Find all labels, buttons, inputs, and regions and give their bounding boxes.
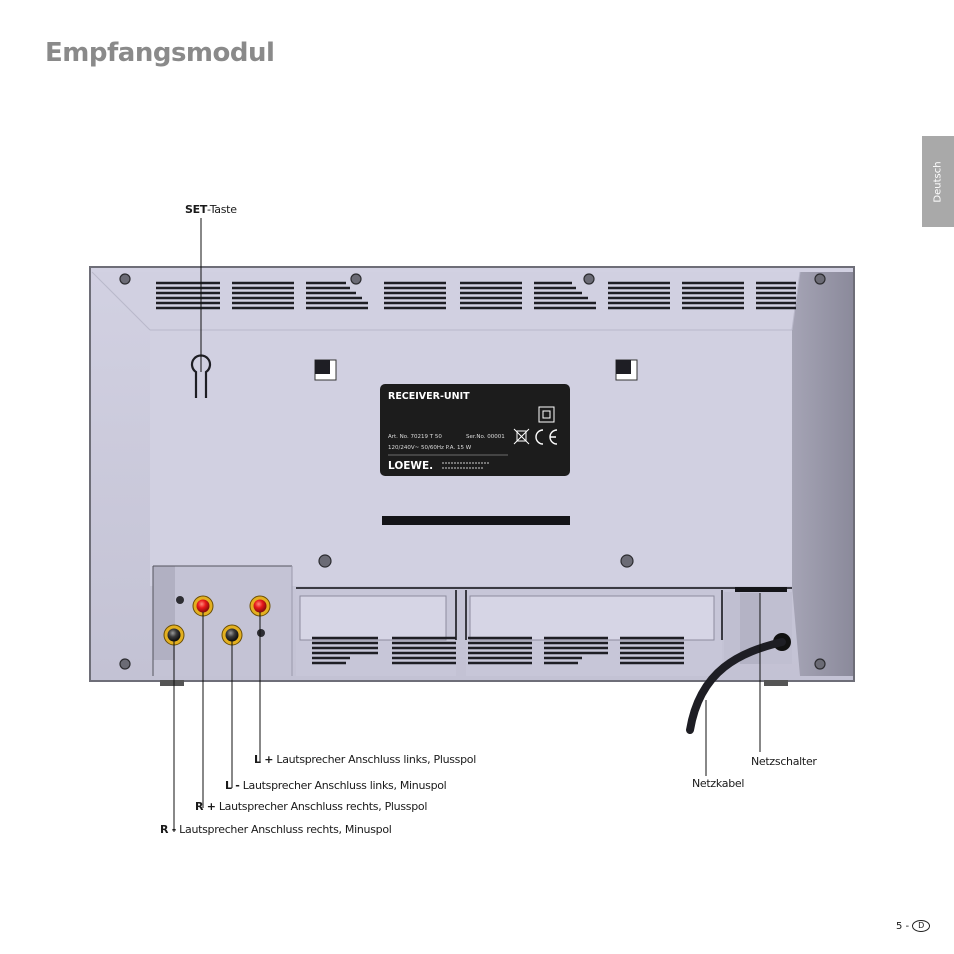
netzkabel-callout: Netzkabel [692, 777, 745, 790]
set-callout-bold: SET [185, 203, 208, 216]
set-button-callout: SET-Taste [185, 203, 237, 216]
middle-vent-slot [382, 516, 570, 525]
type-label-power: 120/240V~ 50/60Hz P.A. 15 W [388, 445, 472, 451]
r-minus-callout-text: Lautsprecher Anschluss rechts, Minuspol [179, 823, 392, 836]
l-minus-callout-bold: L - [225, 779, 240, 792]
type-label-heading: RECEIVER-UNIT [388, 391, 470, 402]
terminal-l-plus [249, 595, 271, 617]
type-label-art: Art. No. 70219 T 50 [388, 434, 442, 440]
set-callout-text: -Taste [207, 203, 237, 216]
type-label: RECEIVER-UNIT Art. No. 70219 T 50 Ser.No… [380, 384, 570, 476]
page-number-text: 5 - [896, 920, 910, 932]
page-title: Empfangsmodul [45, 38, 275, 68]
language-code-badge: D [912, 920, 931, 932]
ce-mark-icon [535, 429, 558, 445]
l-plus-callout-bold: L + [254, 753, 274, 766]
type-label-brand: LOEWE. [388, 460, 433, 472]
r-minus-callout-bold: R - [160, 823, 176, 836]
terminal-r-minus [163, 624, 185, 646]
mounting-squares [314, 359, 638, 381]
leader-lines [173, 218, 761, 832]
type-label-ser: Ser.No. 00001 [466, 434, 505, 440]
l-minus-callout: L - Lautsprecher Anschluss links, Minusp… [225, 779, 447, 792]
bottom-vents [312, 636, 684, 665]
r-plus-callout-bold: R + [195, 800, 216, 813]
language-tab: Deutsch [922, 136, 954, 227]
weee-bin-icon [513, 428, 530, 445]
r-plus-callout: R + Lautsprecher Anschluss rechts, Pluss… [195, 800, 427, 813]
r-minus-callout: R - Lautsprecher Anschluss rechts, Minus… [160, 823, 392, 836]
page-number: 5 - D [896, 920, 931, 932]
power-cable [686, 633, 791, 734]
l-plus-callout: L + Lautsprecher Anschluss links, Plussp… [254, 753, 476, 766]
top-vents [156, 281, 796, 310]
terminal-l-minus [221, 624, 243, 646]
netzschalter-callout: Netzschalter [751, 755, 817, 768]
l-plus-callout-text: Lautsprecher Anschluss links, Plusspol [276, 753, 476, 766]
l-minus-callout-text: Lautsprecher Anschluss links, Minuspol [242, 779, 447, 792]
lower-panels [296, 587, 792, 676]
r-plus-callout-text: Lautsprecher Anschluss rechts, Plusspol [218, 800, 428, 813]
